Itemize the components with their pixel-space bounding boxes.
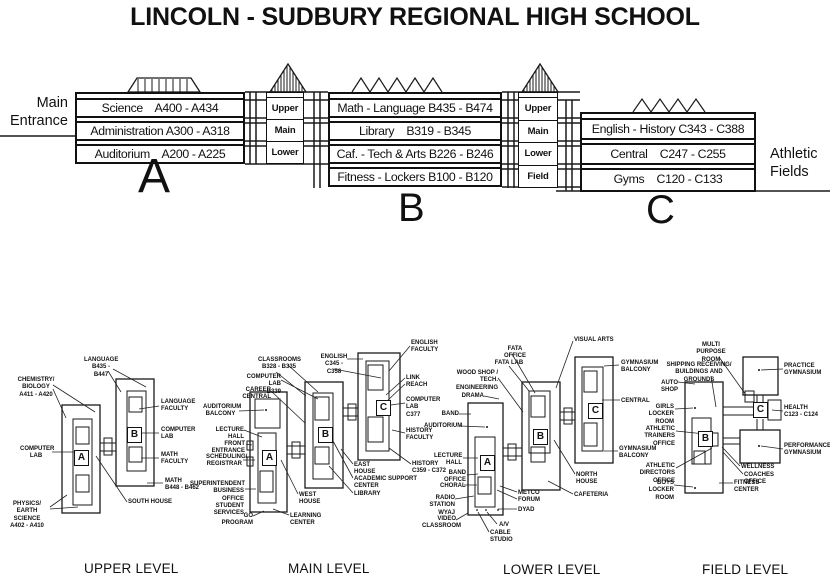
level-connector-bc: Upper Main Lower Field <box>518 92 558 188</box>
upper-level-drawing <box>49 368 163 514</box>
building-row: Central C247 - C255 <box>582 145 754 165</box>
level-cell: Main <box>519 121 557 143</box>
main-entrance-label: Main Entrance <box>9 95 68 129</box>
row-separator <box>330 118 500 123</box>
level-cell: Lower <box>519 143 557 166</box>
building-row: Library B319 - B345 <box>330 123 500 141</box>
lower-level-drawing <box>454 340 620 533</box>
building-letter-a-large: A <box>138 150 171 203</box>
row-separator <box>77 118 243 123</box>
page-title: LINCOLN - SUDBURY REGIONAL HIGH SCHOOL <box>130 3 700 31</box>
skylight-pyramid-icon <box>268 62 308 93</box>
building-row: Administration A300 - A318 <box>77 123 243 141</box>
plan-caption-main: MAIN LEVEL <box>288 561 370 576</box>
level-cell: Upper <box>519 98 557 121</box>
building-a-overview: Science A400 - A434 Administration A300 … <box>75 92 245 164</box>
plan-caption-upper: UPPER LEVEL <box>84 561 179 576</box>
truss-roof-icon-b <box>351 76 443 94</box>
level-cell: Lower <box>271 147 299 158</box>
roof-strip <box>582 114 754 120</box>
athletic-fields-label: Athletic Fields <box>770 146 818 180</box>
building-row: Fitness - Lockers B100 - B120 <box>337 170 493 184</box>
plan-caption-lower: LOWER LEVEL <box>503 562 601 577</box>
building-row: Auditorium A200 - A225 <box>94 147 226 161</box>
building-b-overview: Math - Language B435 - B474 Library B319… <box>328 92 502 187</box>
level-cell: Upper <box>267 98 303 120</box>
level-connector-ab: Upper Main Lower <box>266 92 304 164</box>
building-letter-b-large: B <box>398 186 425 230</box>
plan-caption-field: FIELD LEVEL <box>702 562 789 577</box>
roof-strip <box>77 94 243 100</box>
building-row: Gyms C120 - C133 <box>613 172 723 186</box>
skylight-pyramid-icon-2 <box>520 62 560 93</box>
row-separator <box>77 141 243 146</box>
field-level-drawing <box>673 356 784 494</box>
truss-roof-icon-c <box>632 97 706 114</box>
roof-strip <box>519 93 557 98</box>
building-letter-c-large: C <box>646 188 675 232</box>
roof-strip <box>330 94 500 100</box>
building-row: Caf. - Tech & Arts B226 - B246 <box>330 146 500 164</box>
row-separator <box>330 141 500 146</box>
main-level-drawing <box>238 345 412 517</box>
level-cell: Field <box>527 170 549 182</box>
roof-strip <box>267 93 303 98</box>
building-row: Science A400 - A434 <box>77 100 243 118</box>
roof-monitor-icon <box>126 77 202 93</box>
building-row: English - History C343 - C388 <box>582 120 754 140</box>
row-separator <box>582 165 754 170</box>
building-row: Math - Language B435 - B474 <box>330 100 500 118</box>
row-separator <box>582 140 754 145</box>
building-c-overview: English - History C343 - C388 Central C2… <box>580 112 756 192</box>
row-separator <box>330 164 500 169</box>
level-cell: Main <box>267 120 303 142</box>
